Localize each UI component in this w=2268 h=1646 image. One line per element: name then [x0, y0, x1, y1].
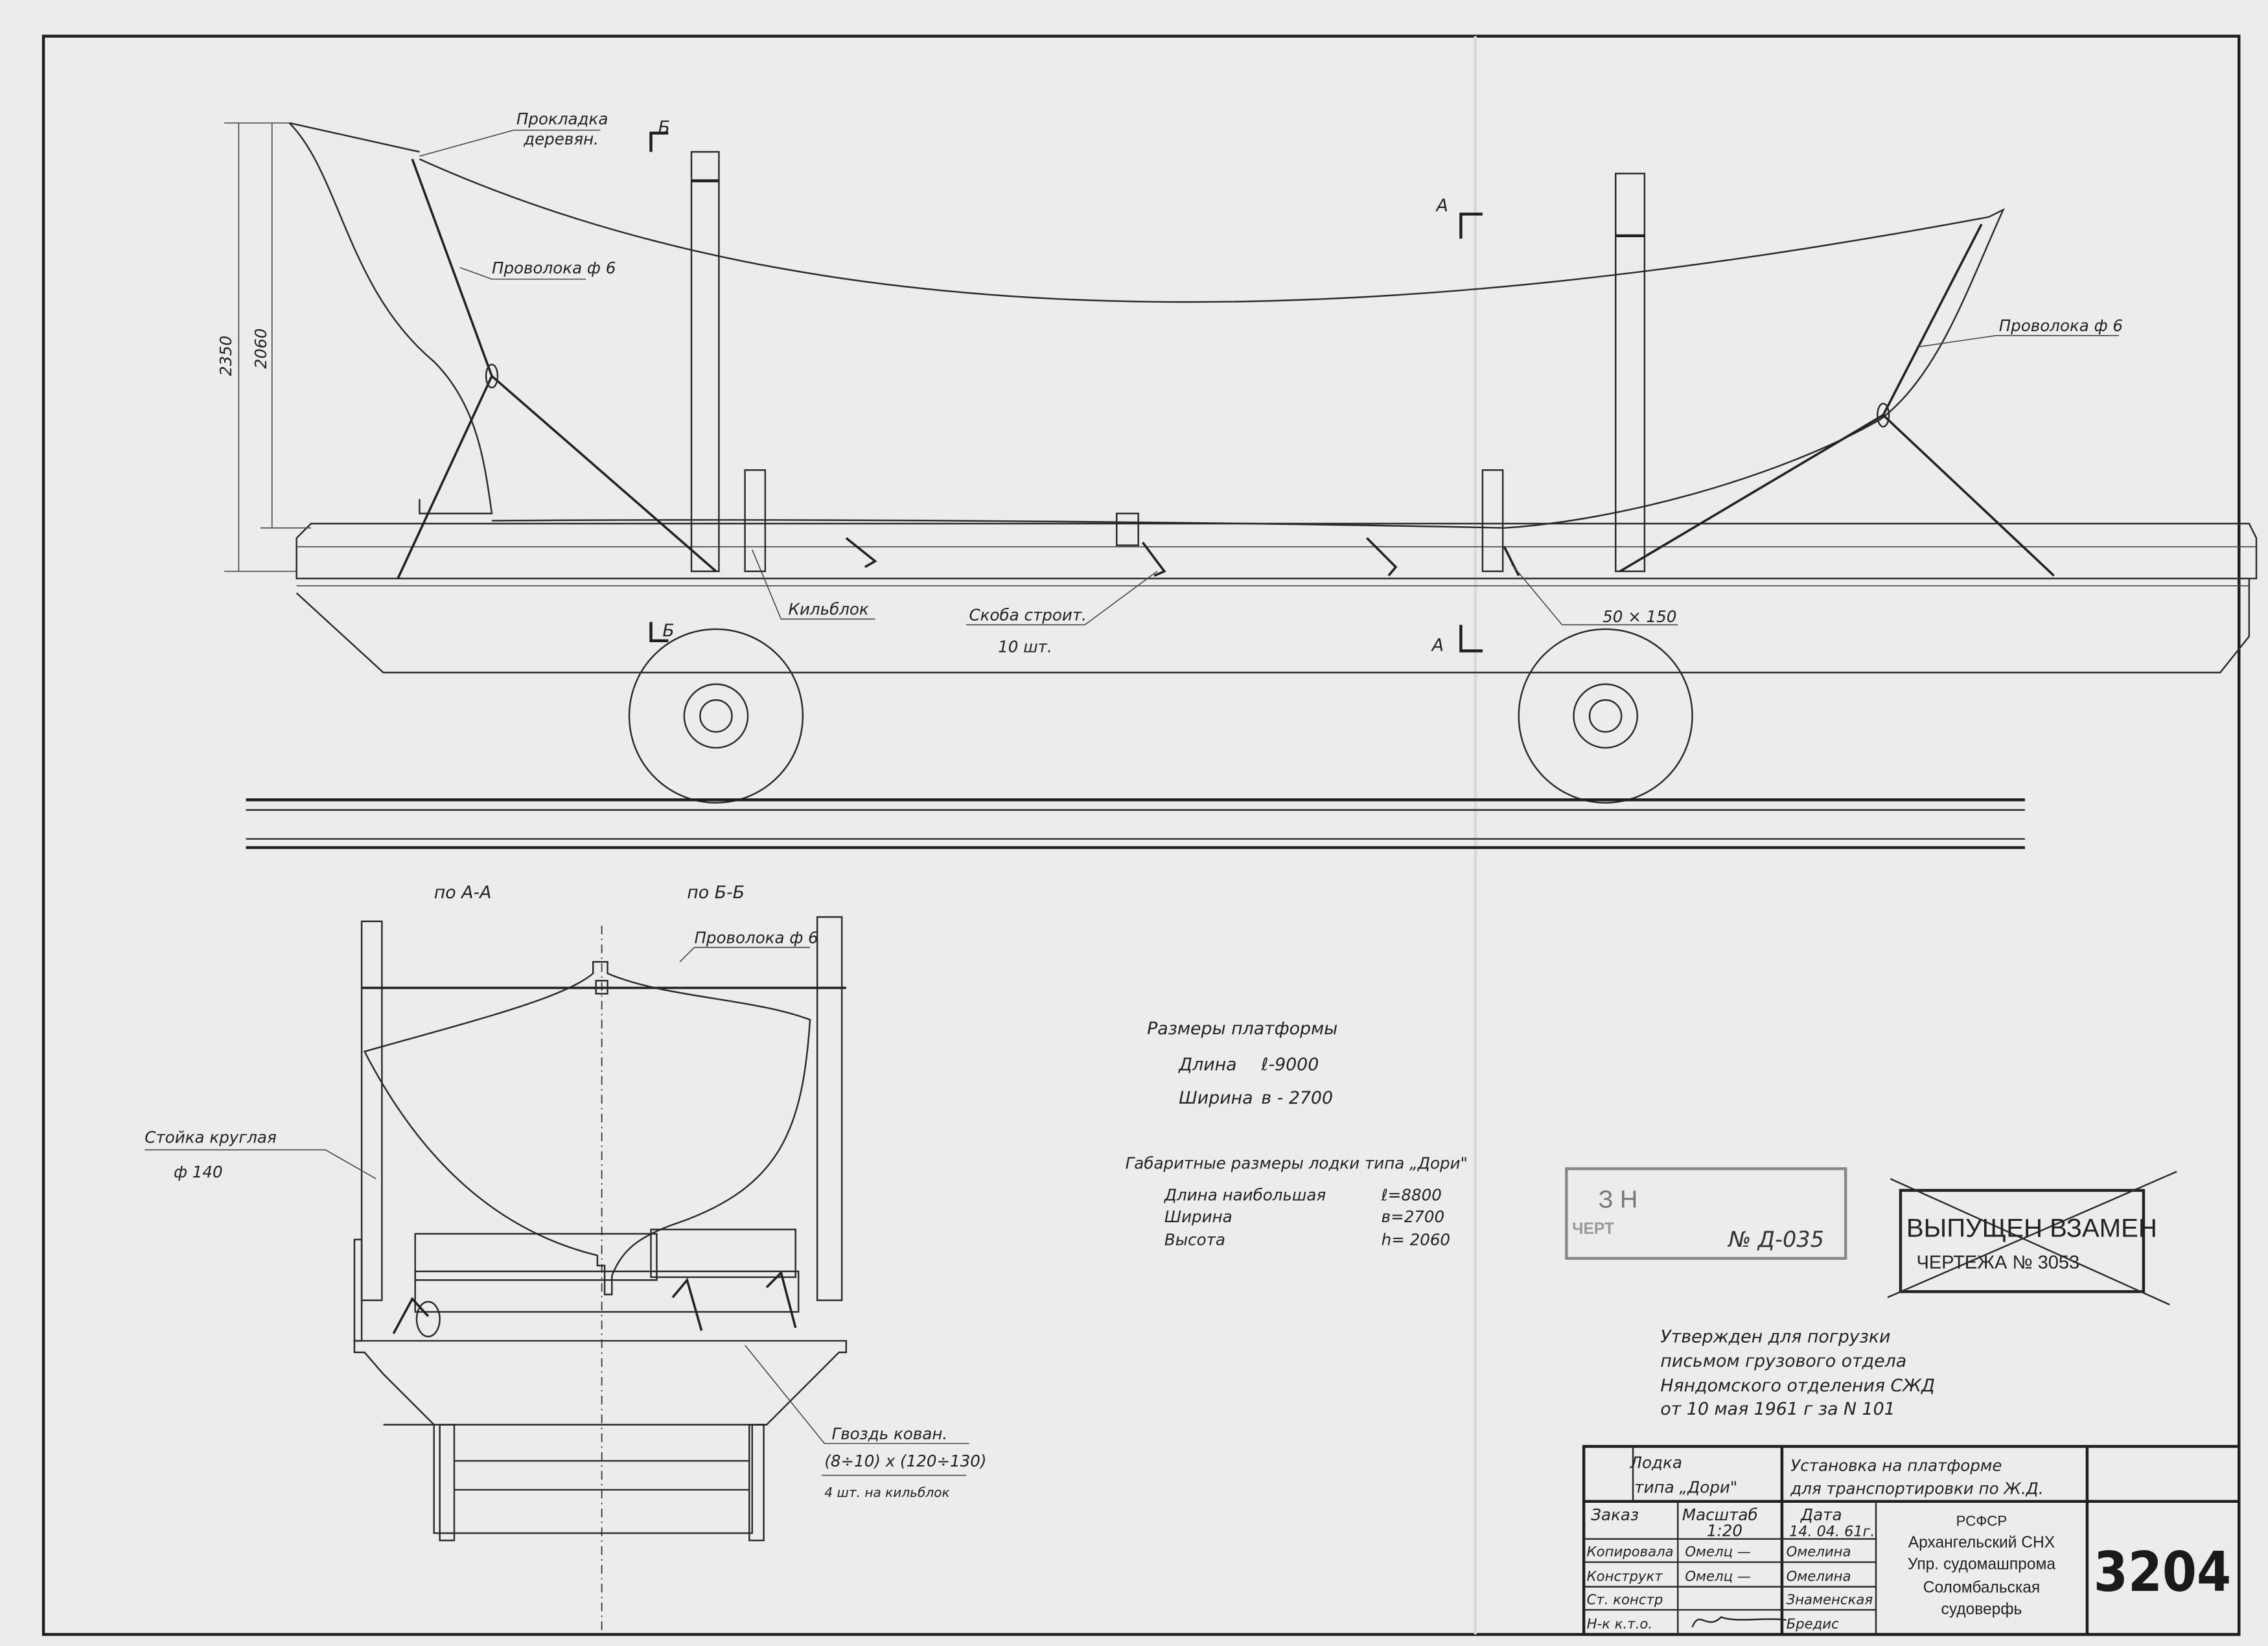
spacer-block	[1115, 513, 1139, 546]
section-a-bottom: А	[1431, 635, 1444, 655]
label-nail-qty: 4 шт. на кильблок	[824, 1485, 949, 1500]
role-label: Н-к к.т.о.	[1587, 1616, 1652, 1632]
person-name: Знаменская	[1787, 1591, 1873, 1607]
dim-name: Высота	[1164, 1231, 1225, 1249]
role-label: Конструкт	[1587, 1568, 1663, 1584]
dim-value: h= 2060	[1382, 1231, 1450, 1249]
label-staple: Скоба строит.	[969, 606, 1087, 625]
section-b-bottom: Б	[662, 621, 674, 641]
label-keelblock: Кильблок	[789, 600, 869, 619]
scale-label: Масштаб	[1682, 1505, 1758, 1524]
issued-instead-stamp: ВЫПУЩЕН ВЗАМЕН ЧЕРТЕЖА № 3053	[1887, 1170, 2177, 1306]
date-label: Дата	[1800, 1505, 1842, 1524]
dim-value: ℓ-9000	[1260, 1055, 1319, 1075]
boat-dims-title: Габаритные размеры лодки типа „Дори"	[1126, 1153, 1468, 1172]
boat-stern	[1504, 207, 2005, 529]
dim-name: Ширина	[1179, 1088, 1253, 1108]
section-post-left	[360, 920, 383, 1301]
org-line: Соломбальская	[1923, 1579, 2040, 1596]
keelblock-right	[1481, 469, 1504, 572]
stamp-number: № Д-035	[1727, 1227, 1824, 1252]
dim-name: Длина наибольшая	[1164, 1186, 1326, 1205]
label-staple-qty: 10 шт.	[998, 638, 1052, 656]
title-block: Лодка типа „Дори" Установка на платформе…	[1582, 1444, 2241, 1636]
label-nail-size: (8÷10) x (120÷130)	[824, 1452, 986, 1470]
boat-stem-top	[289, 122, 420, 153]
org-line: РСФСР	[1956, 1513, 2008, 1529]
label-wire-stern: Проволока ф 6	[1999, 316, 2123, 335]
order-label: Заказ	[1591, 1505, 1639, 1524]
dim-value: ℓ=8800	[1381, 1186, 1442, 1205]
stamp-text: ЧЕРТЕЖА № 3053	[1917, 1252, 2080, 1273]
signature: Омелц —	[1685, 1544, 1751, 1560]
label-nail: Гвоздь кован.	[832, 1424, 948, 1443]
section-hull	[363, 961, 811, 1295]
platform-frame	[295, 577, 2251, 674]
label-section-wire: Проволока ф 6	[694, 928, 818, 947]
dim-text-2060: 2060	[251, 329, 270, 369]
wire-bow	[397, 158, 493, 579]
keelblock-left	[744, 469, 767, 572]
drawing-title: для транспортировки по Ж.Д.	[1790, 1479, 2043, 1498]
org-line: судоверфь	[1941, 1601, 2022, 1618]
role-label: Копировала	[1587, 1544, 1674, 1560]
dim-name: Длина	[1178, 1055, 1236, 1075]
stamp-text: ВЫПУЩЕН ВЗАМЕН	[1906, 1213, 2157, 1242]
label-wire-bow: Проволока ф 6	[492, 259, 616, 277]
label-gasket-2: деревян.	[523, 130, 599, 148]
approval-note: Утвержден для погрузки письмом грузового…	[1660, 1327, 1934, 1419]
wheel-right	[1518, 628, 1693, 804]
signature: Омелц —	[1685, 1568, 1751, 1584]
object-name: Лодка	[1630, 1453, 1682, 1472]
dim-name: Ширина	[1164, 1207, 1232, 1226]
person-name: Бредис	[1787, 1616, 1839, 1632]
boat-sheer-line	[419, 158, 1989, 303]
date-value: 14. 04. 61г.	[1789, 1523, 1875, 1540]
section-b-top: Б	[658, 117, 670, 137]
platform-deck	[295, 522, 2258, 580]
post-right	[1615, 172, 1646, 572]
label-gasket: Прокладка	[516, 110, 608, 128]
wheel-left	[628, 628, 804, 804]
signature-mark	[1691, 1616, 1787, 1628]
org-line: Архангельский СНХ	[1908, 1534, 2055, 1551]
person-name: Омелина	[1787, 1568, 1851, 1584]
post-left	[690, 151, 720, 572]
sheet-border	[41, 34, 2241, 1636]
label-post: Стойка круглая	[145, 1128, 276, 1146]
boat-dimensions: Габаритные размеры лодки типа „Дори" Дли…	[1126, 1153, 1468, 1249]
drawing-title: Установка на платформе	[1790, 1456, 2002, 1475]
dim-text-2350: 2350	[216, 336, 235, 376]
person-name: Омелина	[1787, 1544, 1851, 1560]
section-post-right	[816, 916, 843, 1301]
dim-value: в - 2700	[1261, 1088, 1333, 1108]
object-name: типа „Дори"	[1634, 1478, 1737, 1496]
note-line: Утвержден для погрузки	[1660, 1327, 1890, 1347]
side-view: 2350 2060 Б Б А А Прокладка деревян. Про…	[216, 110, 2258, 850]
platform-dimensions: Размеры платформы Длина ℓ-9000 Ширина в …	[1147, 1019, 1337, 1108]
note-line: Няндомского отделения СЖД	[1660, 1376, 1934, 1396]
org-line: Упр. судомашпрома	[1908, 1556, 2055, 1573]
section-title-bb: по Б-Б	[687, 883, 745, 903]
section-a-top: А	[1435, 196, 1448, 216]
role-label: Ст. констр	[1587, 1591, 1663, 1607]
note-line: от 10 мая 1961 г за N 101	[1660, 1399, 1895, 1419]
replaced-stamp: З Н ЧЕРТ № Д-035	[1565, 1167, 1847, 1260]
platform-dims-title: Размеры платформы	[1147, 1019, 1337, 1039]
label-post-diameter: ф 140	[174, 1163, 223, 1181]
boat-keel	[491, 519, 1505, 529]
label-beam-size: 50 × 150	[1603, 607, 1676, 626]
section-title-aa: по А-А	[434, 883, 492, 903]
section-view: по А-А по Б-Б Стойка круглая ф 140 Прово…	[145, 883, 986, 1632]
stamp-text: З Н	[1598, 1187, 1637, 1214]
dim-value: в=2700	[1382, 1207, 1445, 1226]
drawing-number: 3204	[2094, 1540, 2231, 1605]
stamp-text: ЧЕРТ	[1572, 1220, 1614, 1238]
note-line: письмом грузового отдела	[1660, 1351, 1906, 1371]
boat-bow	[288, 122, 493, 515]
scale-value: 1:20	[1707, 1521, 1742, 1540]
rail-track	[246, 798, 2025, 850]
